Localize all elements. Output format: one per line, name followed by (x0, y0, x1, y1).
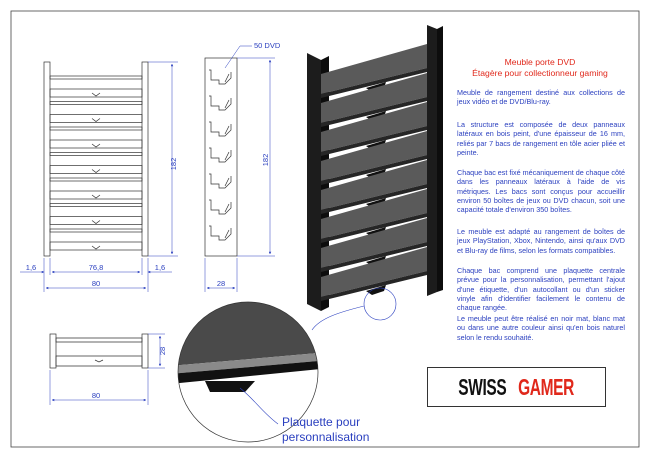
isometric-view (307, 25, 443, 311)
side-height-label: 182 (261, 154, 270, 167)
front-shelf (49, 101, 143, 123)
title-line1: Meuble porte DVD (504, 57, 576, 67)
front-shelf (49, 228, 143, 251)
side-view-dimensions (204, 45, 275, 292)
detail-marker-circle (363, 287, 397, 321)
front-shelf (49, 152, 143, 174)
sheet-border (10, 10, 640, 448)
description-paragraph-3: Chaque bac est fixé mécaniquement de cha… (457, 168, 625, 215)
iso-shelf (321, 247, 427, 301)
description-paragraph-6: Le meuble peut être réalisé en noir mat,… (457, 314, 625, 342)
front-inner-width-label: 76,8 (89, 263, 104, 272)
side-bin-profile (209, 173, 232, 189)
description-paragraph-5: Chaque bac comprend une plaquette centra… (457, 266, 625, 313)
front-shelf (49, 75, 143, 98)
side-bin-profile (209, 147, 232, 163)
front-shelf (49, 126, 143, 149)
side-depth-label: 28 (217, 279, 225, 288)
top-width-label: 80 (92, 391, 100, 400)
description-paragraph-2: La structure est composée de deux pannea… (457, 120, 625, 157)
brand-logo-part2: GAMER (517, 373, 574, 400)
front-view-dimensions (20, 61, 178, 292)
front-height-label: 182 (169, 158, 178, 171)
top-depth-label: 28 (158, 347, 167, 355)
detail-zoom (178, 302, 318, 442)
front-shelf (49, 203, 143, 225)
front-left-side-label: 1,6 (26, 263, 36, 272)
top-view-dimensions (49, 333, 165, 405)
side-view (204, 57, 238, 257)
side-bin-profile (209, 225, 232, 241)
description-paragraph-4: Le meuble est adapté au rangement de boî… (457, 227, 625, 255)
side-bin-profile (209, 121, 232, 137)
front-width-label: 80 (92, 279, 100, 288)
detail-marker-leader (311, 305, 365, 331)
front-view (43, 61, 149, 257)
description-paragraph-1: Meuble de rangement destiné aux collecti… (457, 88, 625, 107)
callout-leader (239, 387, 279, 425)
brand-logo-part1: SWISS (458, 373, 507, 400)
front-shelf (49, 177, 143, 200)
front-right-side-label: 1,6 (155, 263, 165, 272)
detail-zoom-frame (177, 301, 319, 443)
callout-label-line1: Plaquette pour (282, 415, 360, 429)
side-bin-profile (209, 199, 232, 215)
callout-label-line2: personnalisation (282, 430, 369, 444)
title-line2: Étagère pour collectionneur gaming (472, 68, 608, 78)
brand-logo: SWISS GAMER (427, 367, 606, 407)
side-capacity-label: 50 DVD (254, 41, 281, 50)
side-bin-profile (209, 69, 232, 85)
top-view (49, 333, 149, 369)
side-bin-profile (209, 95, 232, 111)
